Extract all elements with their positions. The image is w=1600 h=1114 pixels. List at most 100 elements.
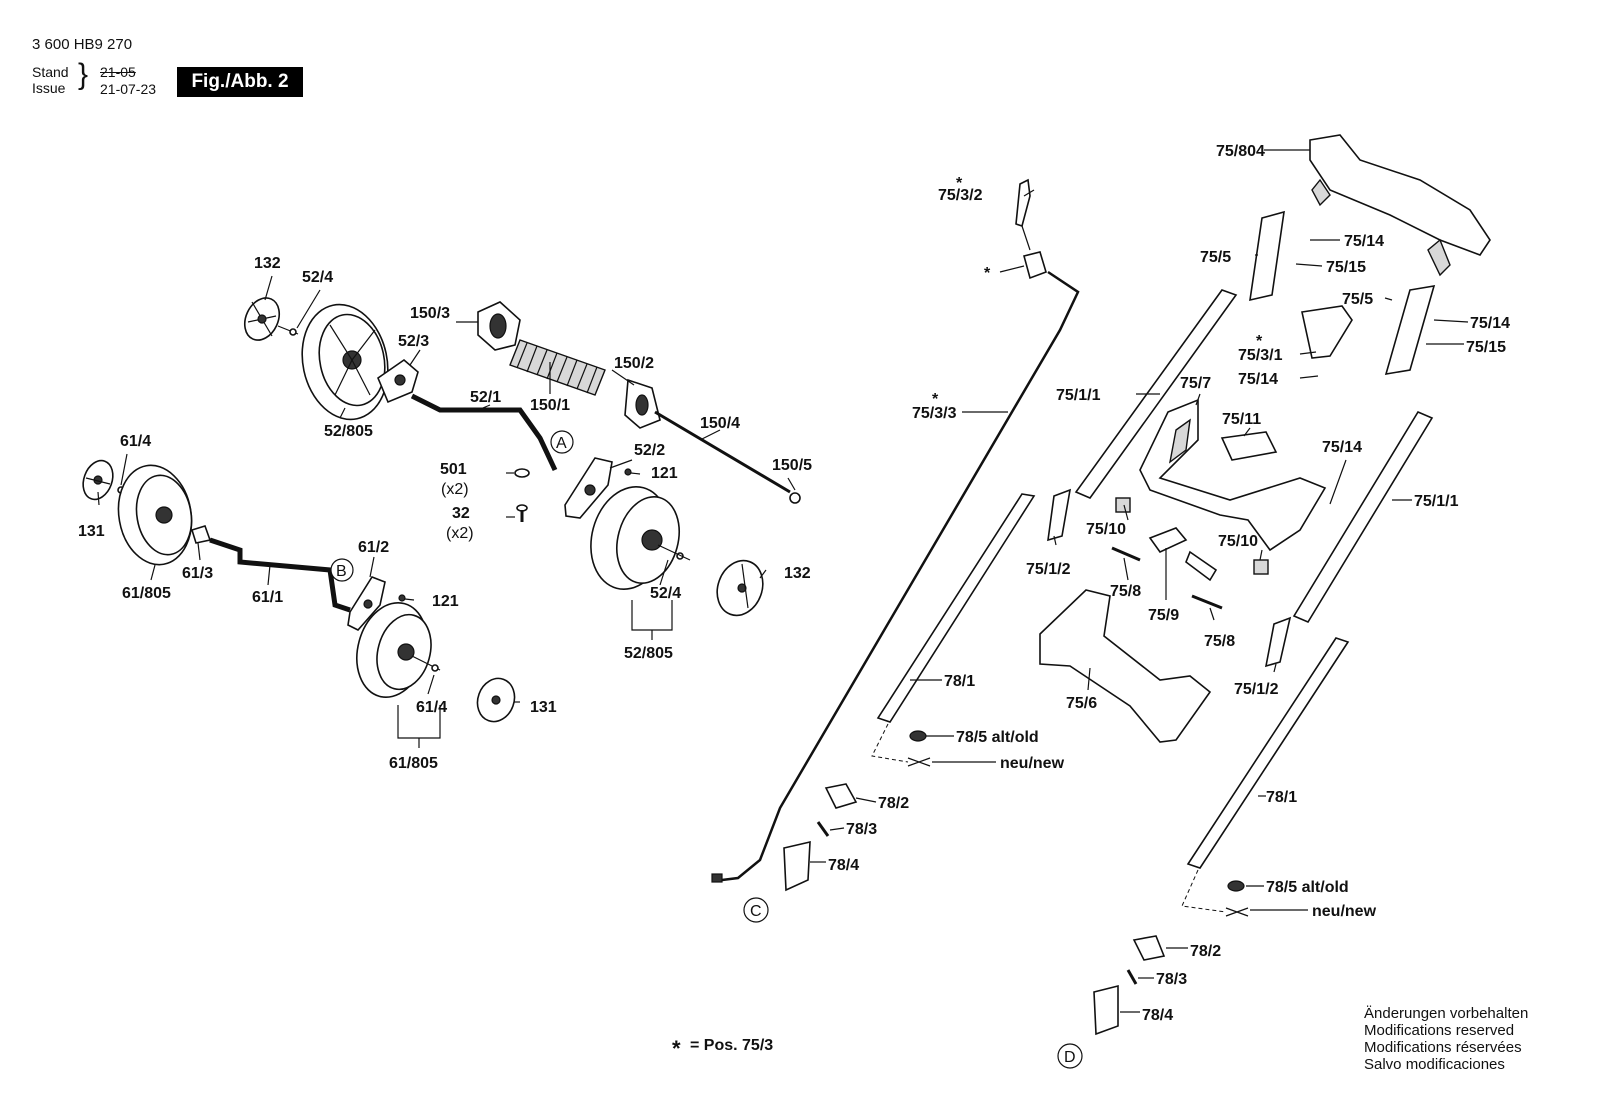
star-nut-new-left [907,757,931,767]
label-52-3: 52/3 [398,333,429,350]
note-es: Salvo modificaciones [1364,1056,1505,1073]
label-61-3: 61/3 [182,565,213,582]
label-75-14-b: 75/14 [1470,315,1510,332]
label-32-qty: (x2) [446,525,474,542]
knob-78-2-left [824,783,858,809]
label-75-10-right: 75/10 [1218,533,1258,550]
label-75-15-b: 75/15 [1466,339,1506,356]
spring-75-10-left [1115,497,1131,513]
clip-75-11 [1220,431,1278,461]
screw-121-b [398,594,415,602]
washer-52-4-top [289,328,297,336]
label-75-3-3: 75/3/3 [912,405,957,422]
label-78-5-left: 78/5 alt/old [956,729,1039,746]
label-78-4-left: 78/4 [828,857,859,874]
star-nut-new-right [1225,907,1249,917]
label-132-bottom: 132 [784,565,811,582]
wheel-52-805-bottom [590,486,680,590]
washer-501 [514,468,530,478]
label-132-top: 132 [254,255,281,272]
drawing-number: 3 600 HB9 270 [32,36,133,53]
label-75-8-right: 75/8 [1204,633,1235,650]
label-78-3-right: 78/3 [1156,971,1187,988]
label-75-9: 75/9 [1148,607,1179,624]
wheel-61-805-bottom [356,602,432,698]
label-75-5-left: 75/5 [1200,249,1231,266]
header-brace: } [78,58,89,91]
label-75-1-1-right: 75/1/1 [1414,493,1459,510]
label-78-2-right: 78/2 [1190,943,1221,960]
star-75-3-1: * [1256,333,1263,350]
label-52-805-bottom: 52/805 [624,645,673,662]
star-75-3-3: * [932,391,939,408]
callout-c: C [743,897,769,923]
label-121-b: 121 [432,593,459,610]
knob-78-2-right [1132,935,1166,961]
cover-78-4-right [1093,984,1119,1036]
label-61-2: 61/2 [358,539,389,556]
screw-32 [516,504,528,522]
tube-75-5-left [1249,210,1285,302]
roller-150-1 [509,339,606,396]
footnote-star: * [672,1036,681,1061]
label-75-1-2-right: 75/1/2 [1234,681,1279,698]
leader-axle-52-4 [657,544,691,561]
note-de: Änderungen vorbehalten [1364,1005,1529,1022]
label-75-804: 75/804 [1216,143,1265,160]
star-clip: * [984,265,991,282]
label-75-1-2-left: 75/1/2 [1026,561,1071,578]
label-neu-new-right: neu/new [1312,903,1377,920]
dashed-link-left [871,723,909,763]
label-121-a: 121 [651,465,678,482]
callout-a: A [550,430,574,454]
label-75-11: 75/11 [1222,411,1261,428]
roller-end-150-3 [477,301,521,351]
label-150-1: 150/1 [530,397,570,414]
label-75-7: 75/7 [1180,375,1211,392]
modification-notes: Änderungen vorbehalten Modifications res… [1364,1005,1528,1073]
label-75-6: 75/6 [1066,695,1097,712]
lever-75-3-2 [1015,178,1035,228]
label-neu-new-left: neu/new [1000,755,1065,772]
axle-61-1 [209,537,351,613]
label-150-5: 150/5 [772,457,812,474]
spring-78-3-left [816,821,830,837]
leaders-left [97,275,796,748]
label-150-3: 150/3 [410,305,450,322]
latch-75-3-1 [1301,305,1353,359]
screw-78-5-right [1227,880,1245,892]
svg-text:A: A [556,435,567,452]
stand-date-old: 21-05 [100,64,136,80]
label-501: 501 [440,461,467,478]
spring-78-3-right [1126,969,1138,985]
label-75-15-a: 75/15 [1326,259,1366,276]
pin-75-8-left [1111,546,1141,562]
bracket-52-3 [377,358,419,404]
bracket-52-2 [564,457,613,519]
label-61-805-left: 61/805 [122,585,171,602]
dashed-link-right [1181,869,1227,913]
label-52-4-bottom: 52/4 [650,585,681,602]
label-75-14-c: 75/14 [1238,371,1278,388]
leader-clip [999,265,1025,273]
label-75-1-1-left: 75/1/1 [1056,387,1101,404]
svg-text:B: B [336,563,347,580]
label-75-10-left: 75/10 [1086,521,1126,538]
clamp-75-1-2-right [1264,616,1292,668]
base-75-6 [1039,589,1212,743]
label-52-4-top: 52/4 [302,269,333,286]
lever-75-9 [1148,527,1218,582]
tube-78-1-right [1186,637,1350,869]
handle-75-804 [1309,134,1491,277]
label-32: 32 [452,505,470,522]
label-78-4-right: 78/4 [1142,1007,1173,1024]
label-61-805-bottom: 61/805 [389,755,438,772]
label-75-14-a: 75/14 [1344,233,1384,250]
hub-cap-131-bottom [476,677,516,723]
footnote-text: = Pos. 75/3 [690,1037,773,1054]
label-501-qty: (x2) [441,481,469,498]
hub-cap-131-left [82,459,114,501]
label-75-3-2: 75/3/2 [938,187,983,204]
issue-date: 21-07-23 [100,81,157,97]
